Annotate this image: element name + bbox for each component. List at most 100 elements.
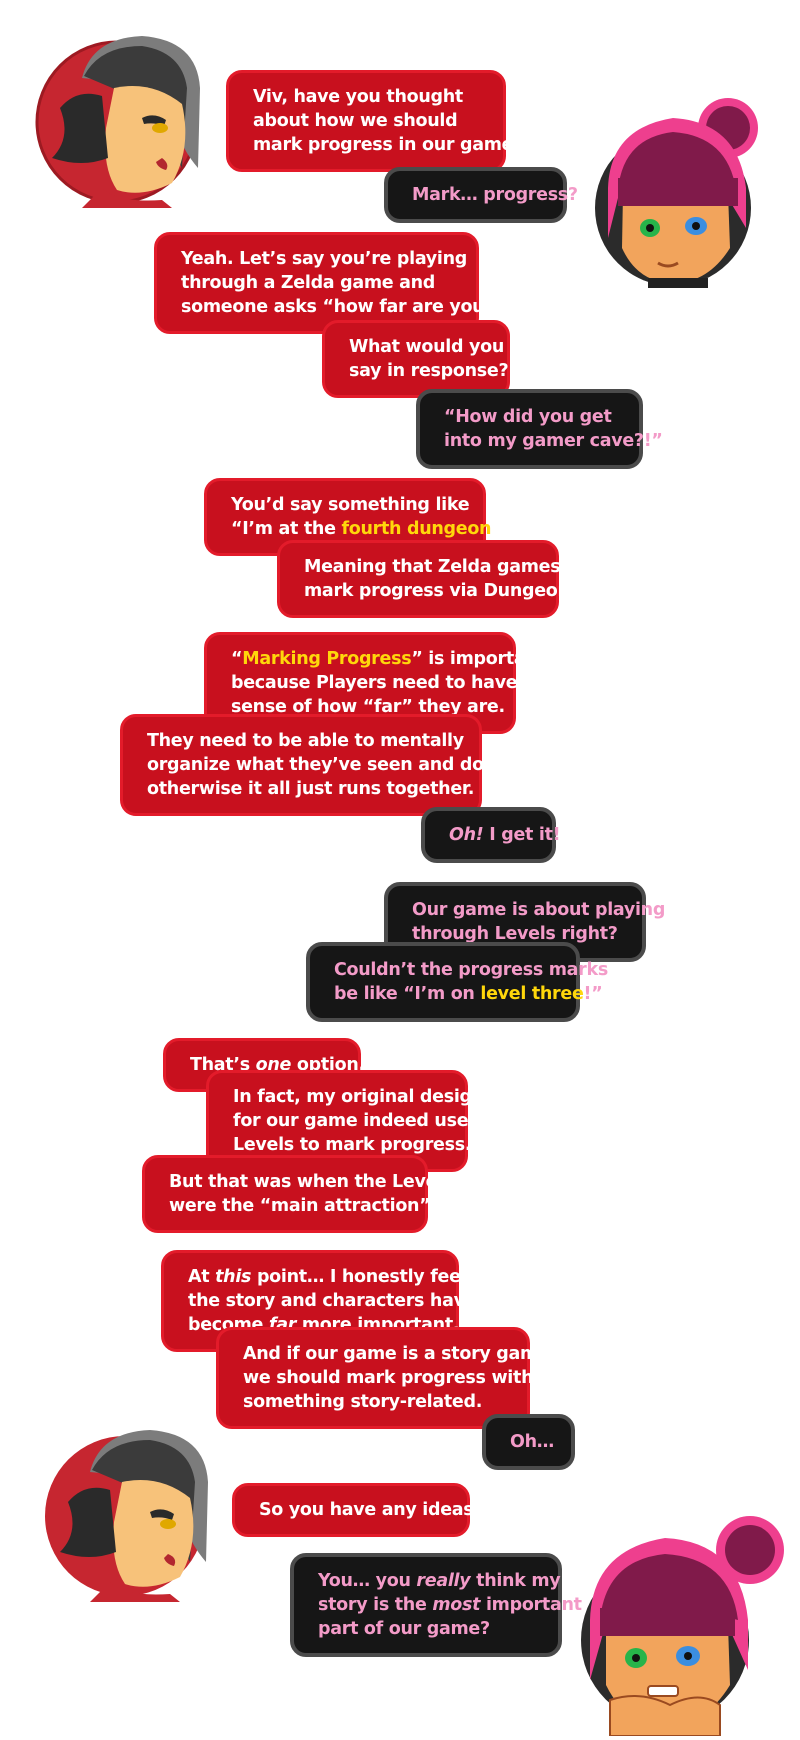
chat-line: mark progress in our game? [253,133,523,157]
chat-text: part of our game? [318,1619,490,1639]
chat-bubble-left: Meaning that Zelda games mark progress vi… [277,540,586,618]
chat-text: Levels to mark progress. [233,1135,472,1155]
chat-bubble-right: Oh! I get it! [421,807,561,863]
chat-text: the story and characters have [188,1291,477,1311]
chat-line: someone asks “how far are you?” [181,295,506,319]
chat-text: “ [231,649,243,669]
chat-text: Mark… progress? [412,185,578,205]
chat-line: Levels to mark progress. [233,1133,471,1157]
chat-text: mark progress in our game? [253,135,524,155]
chat-line: because Players need to have a [231,671,535,695]
chat-line: You… you really think my [318,1569,561,1593]
dark-haired-character-avatar-icon [22,18,212,208]
chat-text: story is the [318,1595,433,1615]
chat-text: You… you [318,1571,417,1591]
chat-bubble-left: What would you say in response? [322,320,510,398]
chat-line: Mark… progress? [412,183,578,207]
chat-line: be like “I’m on level three!” [334,982,603,1006]
chat-text: someone asks “how far are you?” [181,297,506,317]
highlighted-text: level three [480,984,584,1004]
chat-text: They need to be able to mentally [147,731,464,751]
chat-text: What would you [349,337,504,357]
emphasized-text: really [416,1571,471,1591]
emphasized-text: Oh! [449,825,484,845]
chat-line: Couldn’t the progress marks [334,958,608,982]
chat-bubble-left: So you have any ideas? [232,1483,484,1537]
chat-text: organize what they’ve seen and done, [147,755,514,775]
chat-line: about how we should [253,109,487,133]
chat-text: !” [583,984,603,1004]
chat-text: But that was when the Levels [169,1172,453,1192]
chat-line: Yeah. Let’s say you’re playing [181,247,467,271]
chat-bubble-right: “How did you get into my gamer cave?!” [416,389,663,469]
chat-line: through a Zelda game and [181,271,460,295]
chat-line: sense of how “far” they are. [231,695,505,719]
chat-line: the story and characters have [188,1289,477,1313]
chat-text: “How did you get [444,407,612,427]
chat-line: And if our game is a story game, [243,1342,556,1366]
chat-line: part of our game? [318,1617,542,1641]
chat-line: organize what they’ve seen and done, [147,753,514,777]
chat-line: “Marking Progress” is important [231,647,546,671]
chat-text: into my gamer cave?!” [444,431,663,451]
chat-line: But that was when the Levels [169,1170,453,1194]
emphasized-text: this [215,1267,252,1287]
chat-line: Viv, have you thought [253,85,487,109]
chat-bubble-left: But that was when the Levels were the “ma… [142,1155,453,1233]
pink-haired-character-avatar-icon [578,78,778,288]
pink-haired-worried-character-avatar-icon [570,1490,800,1737]
chat-text: were the “main attraction”. [169,1196,437,1216]
chat-line: for our game indeed used [233,1109,481,1133]
chat-text: ” is important [411,649,546,669]
chat-line: something story-related. [243,1390,511,1414]
chat-text: be like “I’m on [334,984,481,1004]
chat-text: Oh… [510,1432,554,1452]
chat-text: I get it! [483,825,561,845]
chat-line: were the “main attraction”. [169,1194,437,1218]
chat-line: through Levels right? [412,922,626,946]
chat-line: Oh… [510,1430,555,1454]
highlighted-text: Marking Progress [242,649,412,669]
chat-text: Couldn’t the progress marks [334,960,608,980]
chat-text: “I’m at the [231,519,342,539]
chat-text: through Levels right? [412,924,618,944]
chat-bubble-left: And if our game is a story game,we shoul… [216,1327,556,1429]
chat-text: otherwise it all just runs together. [147,779,475,799]
chat-text: Viv, have you thought [253,87,463,107]
chat-text: At [188,1267,216,1287]
chat-text: Meaning that Zelda games [304,557,561,577]
chat-text: You’d say something like [231,495,470,515]
chat-line: You’d say something like [231,493,470,517]
chat-text: mark progress via Dungeons. [304,581,587,601]
chat-text: say in response? [349,361,509,381]
chat-line: At this point… I honestly feel [188,1265,467,1289]
chat-text: Yeah. Let’s say you’re playing [181,249,467,269]
chat-line: “How did you get [444,405,623,429]
emphasized-text: most [432,1595,481,1615]
chat-line: Meaning that Zelda games [304,555,561,579]
chat-text: Our game is about playing [412,900,666,920]
chat-text: So you have any ideas? [259,1500,484,1520]
chat-line: we should mark progress with [243,1366,534,1390]
chat-line: Oh! I get it! [449,823,561,847]
chat-bubble-left: Viv, have you thought about how we should… [226,70,523,172]
dark-haired-character-avatar-icon [30,1412,220,1602]
chat-text: sense of how “far” they are. [231,697,505,717]
chat-text: about how we should [253,111,458,131]
chat-line: What would you [349,335,504,359]
chat-line: “I’m at the fourth dungeon”. [231,517,509,541]
highlighted-text: fourth dungeon [341,519,492,539]
chat-line: story is the most important [318,1593,582,1617]
chat-text: because Players need to have a [231,673,535,693]
chat-bubble-right: Mark… progress? [384,167,578,223]
chat-text: for our game indeed used [233,1111,481,1131]
chat-line: otherwise it all just runs together. [147,777,474,801]
chat-text: And if our game is a story game, [243,1344,556,1364]
chat-bubble-left: They need to be able to mentally organize… [120,714,514,816]
chat-line: Our game is about playing [412,898,665,922]
chat-line: They need to be able to mentally [147,729,464,753]
chat-bubble-right: Oh… [482,1414,575,1470]
